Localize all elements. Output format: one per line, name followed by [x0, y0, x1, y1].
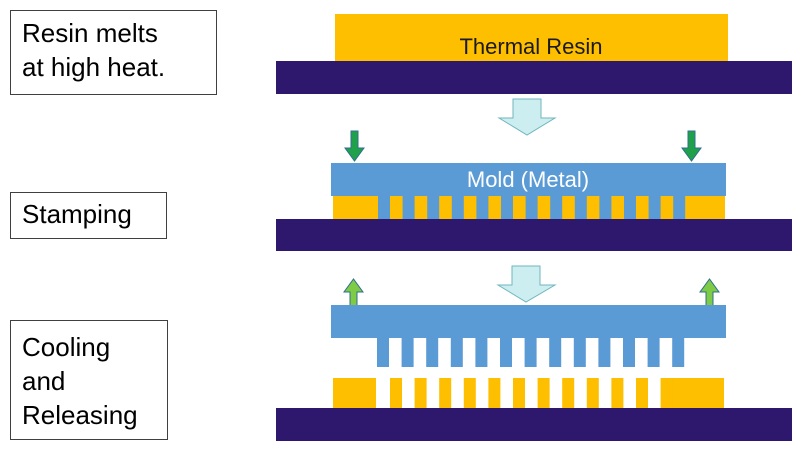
step-label-stamping-text: Stamping: [22, 199, 132, 229]
resin-ridge: [390, 378, 402, 409]
mold-tooth: [647, 336, 660, 367]
mold-tooth: [672, 336, 685, 367]
mold-tooth: [475, 336, 488, 367]
release-arrow-icon-right: [699, 278, 720, 309]
mold-tooth: [573, 336, 586, 367]
mold-teeth-releasing: [377, 336, 685, 367]
mold-tooth: [401, 336, 414, 367]
resin-ridge: [636, 378, 648, 409]
mold-tooth: [427, 194, 440, 220]
mold-tooth: [550, 194, 563, 220]
mold-tooth: [673, 194, 686, 220]
resin-ridge: [586, 378, 599, 409]
mold-tooth: [402, 194, 415, 220]
mold-tooth: [599, 194, 612, 220]
mold-tooth: [648, 194, 661, 220]
mold-tooth: [623, 336, 635, 367]
substrate-1: [276, 61, 792, 94]
resin-ridge: [463, 378, 476, 409]
stage-stamping: Mold (Metal): [276, 130, 792, 251]
mold-tooth: [501, 194, 513, 220]
resin-block: [333, 378, 376, 409]
patterned-resin: [333, 378, 724, 409]
stage-releasing: [276, 278, 792, 441]
release-arrow-icon-left: [343, 278, 364, 309]
resin-ridge: [439, 378, 452, 409]
mold-block-releasing: [331, 305, 726, 338]
mold-tooth: [378, 194, 390, 220]
mold-tooth: [598, 336, 611, 367]
mold-tooth: [549, 336, 562, 367]
resin-ridge: [414, 378, 427, 409]
resin-ridge: [562, 378, 575, 409]
mold-tooth: [500, 336, 512, 367]
mold-tooth: [476, 194, 489, 220]
mold-tooth: [377, 336, 389, 367]
press-arrow-icon-right: [681, 130, 702, 162]
mold-tooth: [450, 336, 463, 367]
mold-tooth: [574, 194, 587, 220]
resin-ridge: [537, 378, 550, 409]
step-label-releasing: Cooling and Releasing: [10, 320, 168, 440]
process-arrow-icon-1: [497, 98, 557, 136]
mold-tooth: [451, 194, 464, 220]
mold-tooth: [525, 194, 538, 220]
step-label-releasing-text: Cooling and Releasing: [22, 332, 138, 430]
substrate-2: [276, 219, 792, 251]
resin-ridge: [660, 378, 673, 409]
press-arrow-icon-left: [344, 130, 365, 162]
mold-tooth: [624, 194, 636, 220]
resin-ridge: [611, 378, 624, 409]
step-label-stamping: Stamping: [10, 192, 167, 239]
thermal-resin-layer: [335, 14, 728, 62]
mold-tooth: [524, 336, 537, 367]
resin-ridge: [488, 378, 501, 409]
stage-melting: Thermal Resin: [276, 14, 792, 94]
mold-block-stamping: [331, 163, 726, 196]
mold-tooth: [426, 336, 439, 367]
step-label-melting: Resin melts at high heat.: [10, 10, 217, 95]
resin-block: [671, 378, 724, 409]
thermal-resin-label: Thermal Resin: [459, 34, 602, 59]
substrate-3: [276, 408, 792, 441]
mold-label: Mold (Metal): [467, 167, 589, 192]
step-label-melting-text: Resin melts at high heat.: [22, 18, 166, 82]
resin-ridge: [513, 378, 525, 409]
process-arrow-icon-2: [496, 265, 557, 303]
mold-teeth-stamping: [378, 194, 686, 220]
